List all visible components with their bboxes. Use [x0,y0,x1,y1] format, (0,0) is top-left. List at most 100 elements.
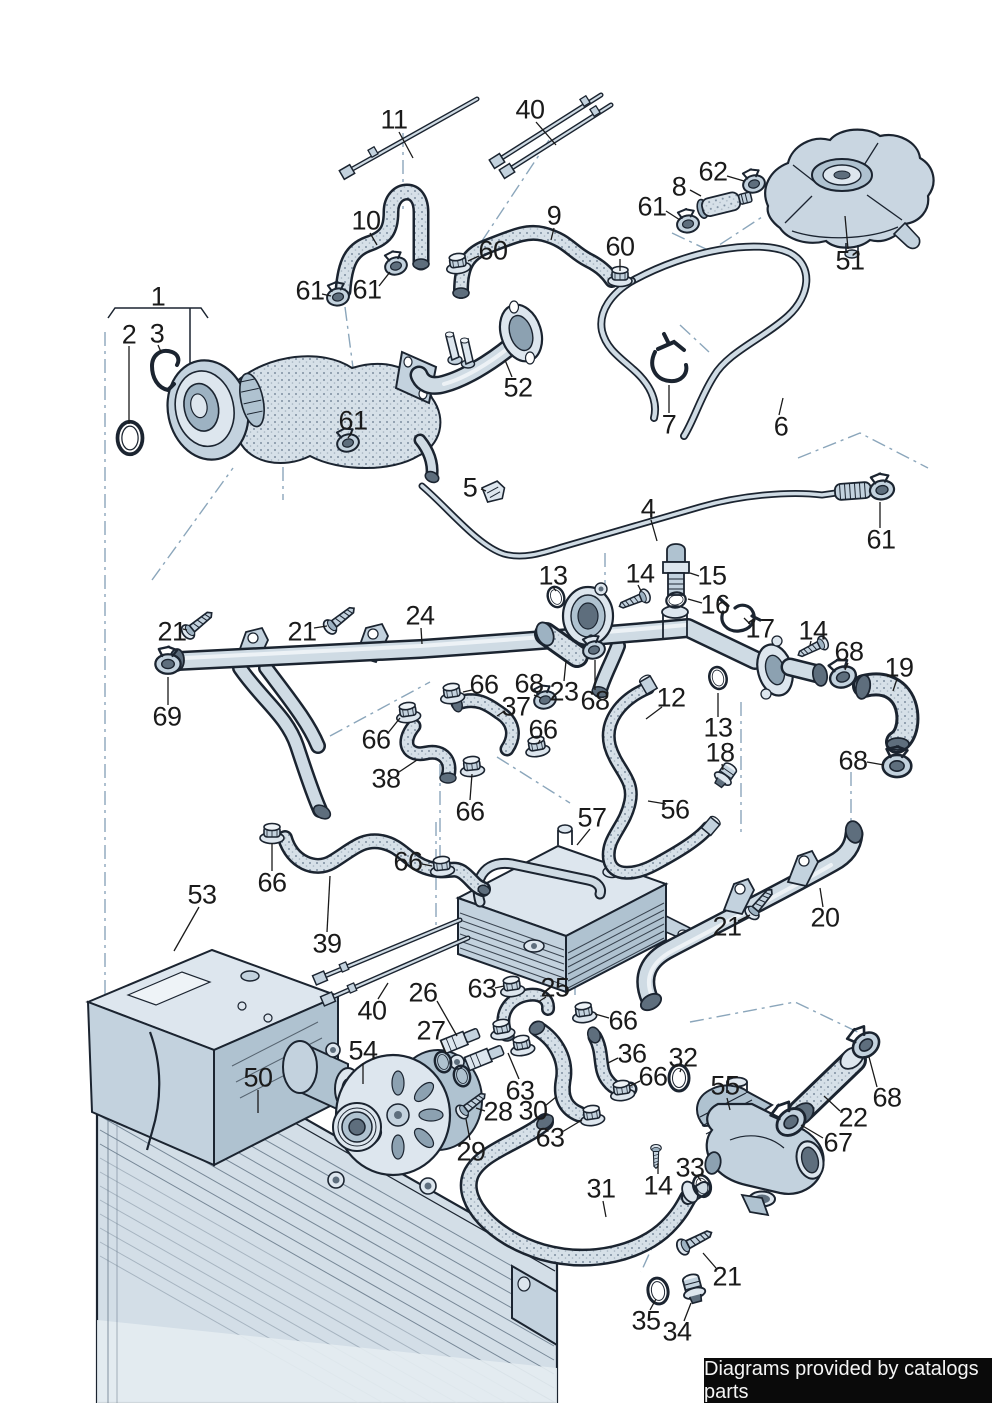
leader-line-66 [421,863,433,867]
leader-line-63 [507,1052,520,1080]
leader-line-66 [462,689,473,693]
part-label-28: 28 [483,1096,513,1127]
part-label-61: 61 [295,275,325,306]
part-label-12: 12 [656,682,686,713]
leader-line-14 [637,584,642,592]
part-label-61: 61 [338,405,368,436]
part-label-50: 50 [243,1062,273,1093]
cable-ties-pair-drawing [488,92,614,180]
leader-line-40 [535,121,557,146]
part-label-3: 3 [149,318,165,349]
part-label-53: 53 [187,879,217,910]
part-label-40: 40 [515,94,545,125]
part-label-18: 18 [705,737,735,768]
leader-line-68 [533,694,542,699]
leader-line-57 [576,828,591,846]
part-label-26: 26 [408,977,438,1008]
expansion-tank-drawing [764,128,935,259]
part-label-66: 66 [455,796,485,827]
part-label-56: 56 [660,794,690,825]
leader-line-30 [544,1096,557,1107]
overflow-hoses-drawing [597,242,811,440]
part-label-40: 40 [357,995,387,1026]
leader-line-66 [537,739,541,745]
retaining-clip-5-drawing [481,480,506,504]
part-label-68: 68 [838,745,868,776]
leader-line-56 [647,800,667,805]
heater-feed-hose-39-drawing [277,830,491,897]
leader-line-61 [321,293,332,297]
part-label-66: 66 [469,669,499,700]
part-label-2: 2 [121,319,137,350]
vent-hose-9-drawing [452,224,620,299]
part-label-63: 63 [535,1122,565,1153]
part-label-9: 9 [546,200,562,231]
part-label-14: 14 [798,615,828,646]
leader-line-51 [844,215,849,250]
leader-line-66 [629,1080,641,1087]
part-label-69: 69 [152,701,182,732]
leader-line-6 [778,397,784,416]
part-label-34: 34 [662,1316,692,1347]
leader-line-5 [480,488,487,492]
part-label-15: 15 [697,560,727,591]
part-label-10: 10 [351,205,381,236]
leader-line-17 [743,617,751,625]
part-label-68: 68 [514,668,544,699]
part-label-68: 68 [580,685,610,716]
leader-line-66 [594,1013,610,1019]
part-label-63: 63 [505,1075,535,1106]
part-label-11: 11 [380,104,408,135]
part-label-51: 51 [835,245,865,276]
part-label-36: 36 [617,1038,647,1069]
part-label-22: 22 [838,1102,868,1133]
part-label-68: 68 [834,636,864,667]
leader-line-67 [800,1124,824,1139]
part-label-21: 21 [287,616,317,647]
leader-line-36 [607,1057,619,1064]
part-label-62: 62 [698,156,728,187]
part-label-24: 24 [405,600,435,631]
leader-line-16 [687,598,703,604]
leader-line-61 [665,210,681,221]
leader-line-61 [347,431,353,439]
hose-stub-23-drawing [534,621,589,668]
leader-line-14 [809,640,812,646]
part-label-66: 66 [361,724,391,755]
part-label-7: 7 [661,409,677,440]
leader-line-13 [552,586,557,592]
drain-plug-34-drawing [681,1273,707,1305]
leader-line-21 [702,1252,717,1269]
part-label-32: 32 [668,1042,698,1073]
part-label-23: 23 [549,676,579,707]
part-label-68: 68 [872,1082,902,1113]
part-label-55: 55 [710,1070,740,1101]
leader-line-21 [313,625,328,629]
part-label-30: 30 [518,1095,548,1126]
footer-credit-text: Diagrams provided by catalogs parts [704,1357,979,1403]
footer-credit-bar: Diagrams provided by catalogs parts [704,1358,992,1403]
part-label-13: 13 [538,560,568,591]
part-label-14: 14 [625,558,655,589]
part-label-8: 8 [671,171,687,202]
leader-line-21 [182,628,188,631]
leader-line-68 [868,1056,878,1088]
part-label-31: 31 [586,1173,616,1204]
heater-hose-12-56-drawing [601,674,721,880]
part-label-66: 66 [638,1061,668,1092]
part-label-66: 66 [608,1005,638,1036]
leader-line-15 [689,572,700,577]
part-label-67: 67 [823,1127,853,1158]
cable-tie-drawing [338,96,480,181]
leader-line-12 [645,706,663,720]
leader-line-3 [157,344,162,353]
part-label-37: 37 [501,691,531,722]
leader-line-32 [679,1068,682,1073]
leader-line-18 [721,763,724,771]
temperature-sensor-15-drawing [662,543,690,596]
leader-line-29 [465,1118,471,1141]
part-label-19: 19 [884,652,914,683]
leader-line-63 [561,1119,583,1133]
